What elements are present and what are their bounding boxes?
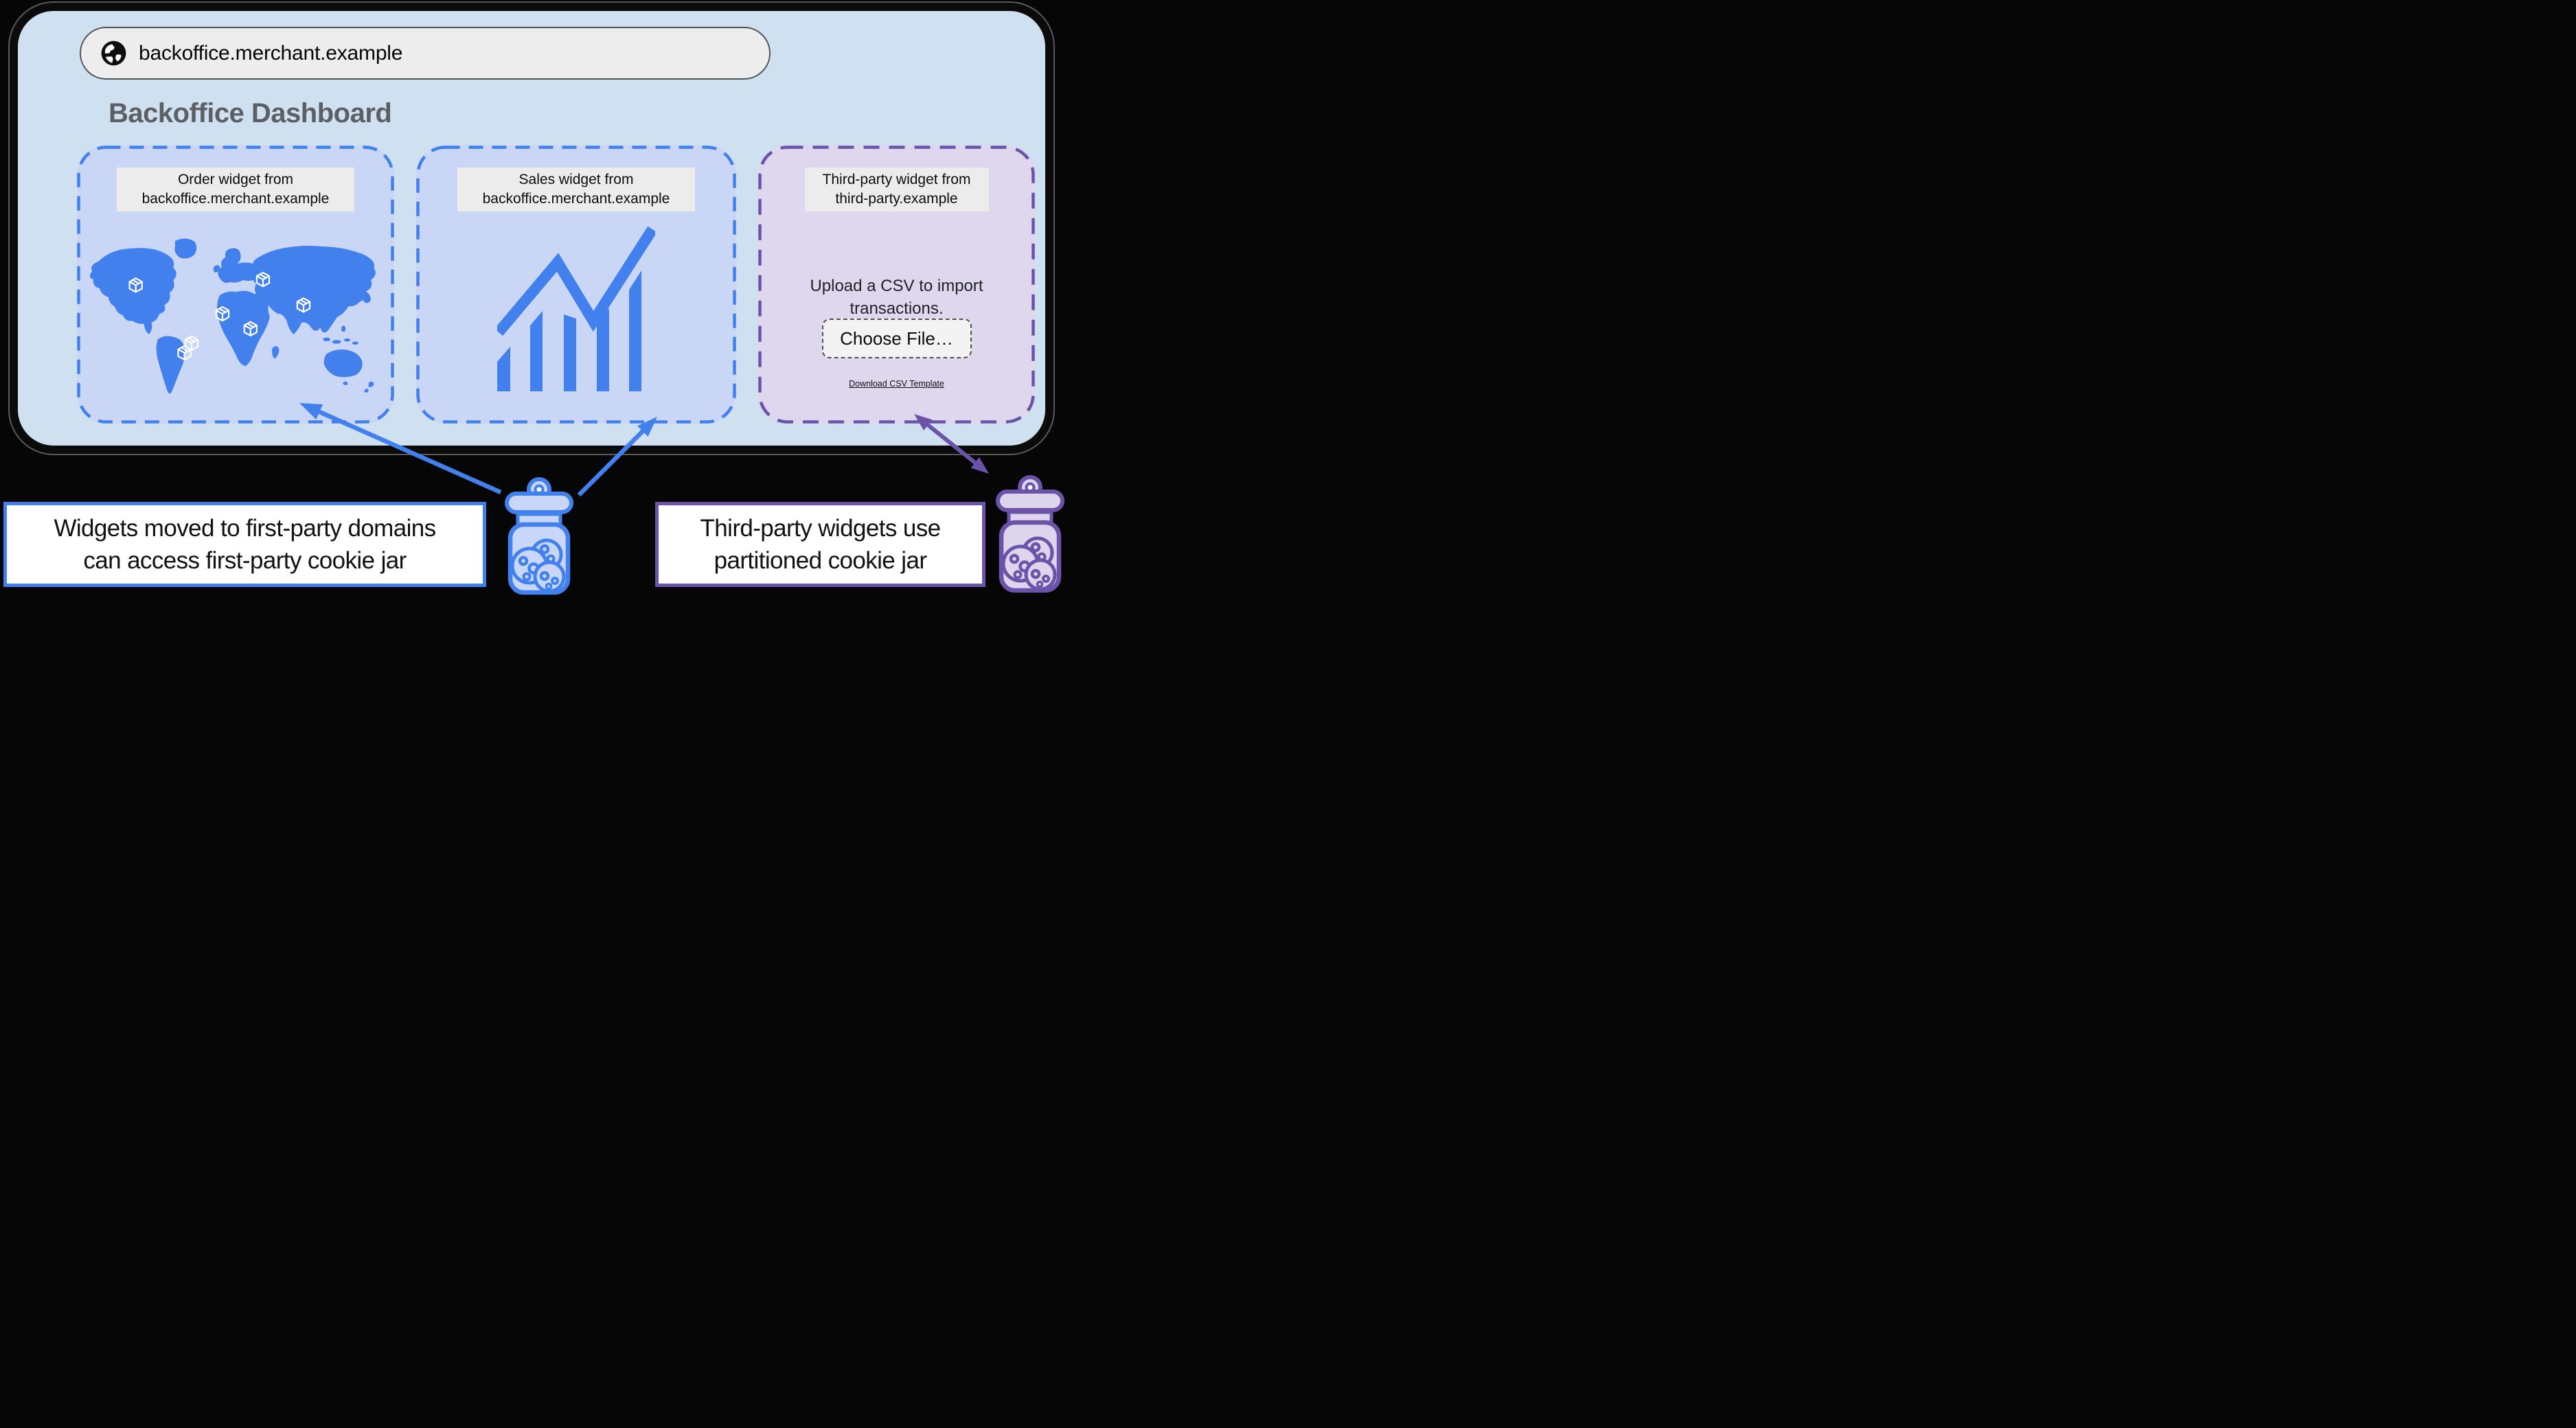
first-party-cookie-jar-icon: [505, 477, 573, 595]
cookies: [510, 538, 566, 593]
address-bar[interactable]: backoffice.merchant.example: [80, 27, 771, 80]
third-party-widget-label-line2: third-party.example: [835, 191, 958, 207]
sales-widget-card: Sales widget from backoffice.merchant.ex…: [416, 146, 736, 424]
third-party-widget-label: Third-party widget from third-party.exam…: [804, 168, 989, 211]
third-party-widget-card: Third-party widget from third-party.exam…: [758, 146, 1035, 424]
choose-file-button[interactable]: Choose File…: [821, 319, 972, 358]
third-party-annotation-line2: partitioned cookie jar: [714, 547, 927, 574]
first-party-annotation-line1: Widgets moved to first-party domains: [54, 515, 436, 542]
order-widget-label: Order widget from backoffice.merchant.ex…: [117, 168, 354, 211]
third-party-annotation-line1: Third-party widgets use: [700, 515, 942, 542]
order-widget-card: Order widget from backoffice.merchant.ex…: [77, 146, 394, 424]
page-title: Backoffice Dashboard: [109, 98, 392, 128]
upload-instructions: Upload a CSV to import transactions.: [758, 275, 1035, 320]
globe-icon: [101, 41, 126, 66]
cookies: [1001, 536, 1057, 591]
upload-instructions-line1: Upload a CSV to import: [810, 277, 983, 295]
sales-widget-label-line2: backoffice.merchant.example: [482, 191, 670, 207]
continents: [89, 238, 376, 394]
upload-instructions-line2: transactions.: [850, 299, 944, 318]
url-text: backoffice.merchant.example: [139, 41, 403, 65]
first-party-annotation-line2: can access first-party cookie jar: [83, 547, 407, 574]
bar-line-chart-icon: [497, 226, 655, 391]
cookie-partitioning-diagram: backoffice.merchant.example Backoffice D…: [0, 0, 1077, 597]
first-party-annotation: Widgets moved to first-party domains can…: [3, 502, 486, 587]
third-party-widget-label-line1: Third-party widget from: [822, 172, 971, 187]
browser-window: backoffice.merchant.example Backoffice D…: [10, 3, 1053, 454]
download-csv-template-link[interactable]: Download CSV Template: [849, 379, 944, 389]
order-widget-label-line2: backoffice.merchant.example: [141, 191, 330, 207]
sales-widget-label-line1: Sales widget from: [518, 172, 634, 187]
world-map: [89, 238, 376, 394]
third-party-annotation: Third-party widgets use partitioned cook…: [655, 502, 985, 587]
download-csv-link-wrap: Download CSV Template: [758, 379, 1035, 389]
order-widget-label-line1: Order widget from: [177, 172, 294, 187]
partitioned-cookie-jar-icon: [996, 475, 1064, 593]
sales-widget-label: Sales widget from backoffice.merchant.ex…: [457, 168, 695, 211]
